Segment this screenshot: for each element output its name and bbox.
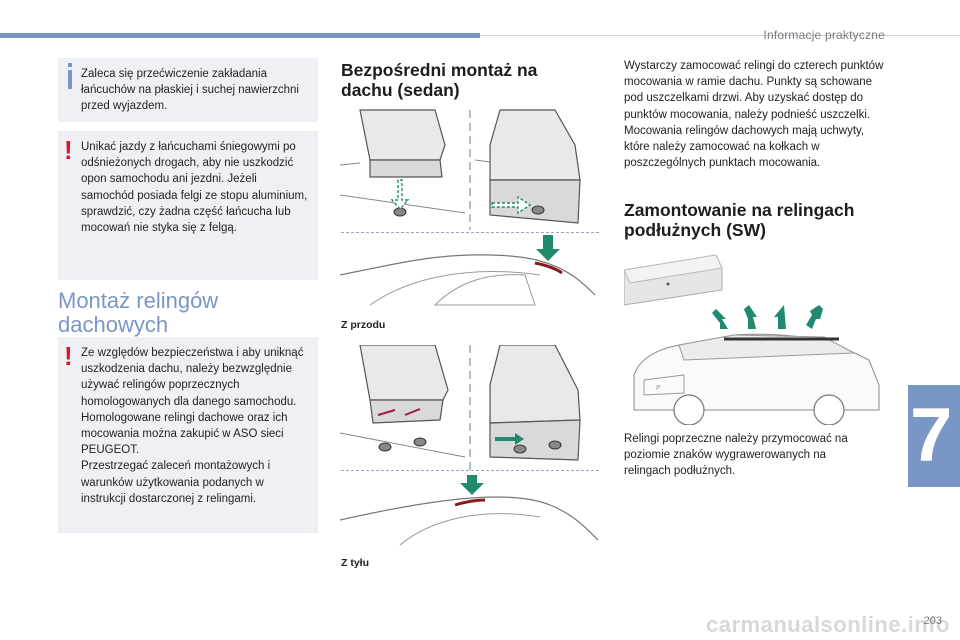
info-box: Zaleca się przećwiczenie zakładania łańc… <box>58 58 318 122</box>
rear-detail-divider <box>341 470 599 471</box>
section-title-roof-bars: Montaż relingów dachowych <box>58 289 218 337</box>
header-accent-bar <box>0 33 480 38</box>
rear-fixing-detail-illustration <box>340 345 581 470</box>
sw-car-illustration: P <box>633 305 880 425</box>
warning-box-roof-bars-p1: Ze względów bezpieczeństwa i aby uniknąć… <box>81 347 304 408</box>
section-title-sedan: Bezpośredni montaż na dachu (sedan) <box>341 60 537 100</box>
sedan-title-line1: Bezpośredni montaż na <box>341 60 538 80</box>
warning-box-chains: ! Unikać jazdy z łańcuchami śniegowymi p… <box>58 131 318 280</box>
section-title-line1: Montaż relingów <box>58 288 219 313</box>
sedan-front-mount-illustration <box>340 235 596 306</box>
sw-instructions: Relingi poprzeczne należy przymocować na… <box>624 433 848 478</box>
sedan-title-line2: dachu (sedan) <box>341 80 460 100</box>
warning-icon: ! <box>64 135 73 165</box>
chapter-tab <box>908 385 960 487</box>
caption-rear: Z tyłu <box>341 557 369 569</box>
sw-title-line2: podłużnych (SW) <box>624 220 766 240</box>
warning-box-roof-bars-p2: Homologowane relingi dachowe oraz ich mo… <box>81 411 288 457</box>
svg-text:P: P <box>656 385 661 392</box>
section-title-sw: Zamontowanie na relingach podłużnych (SW… <box>624 200 854 240</box>
warning-box-chains-text: Unikać jazdy z łańcuchami śniegowymi po … <box>81 141 308 235</box>
section-title-line2: dachowych <box>58 312 169 337</box>
chapter-title: Informacje praktyczne <box>763 28 885 42</box>
sedan-instructions: Wystarczy zamocować relingi do czterech … <box>624 58 892 171</box>
watermark: carmanualsonline.info <box>706 612 950 637</box>
sedan-rear-mount-illustration <box>340 475 599 546</box>
info-icon <box>68 63 72 89</box>
info-box-text: Zaleca się przećwiczenie zakładania łańc… <box>81 68 299 113</box>
front-detail-divider <box>341 232 599 233</box>
caption-front: Z przodu <box>341 319 386 331</box>
warning-box-roof-bars: ! Ze względów bezpieczeństwa i aby unikn… <box>58 337 318 533</box>
sw-title-line1: Zamontowanie na relingach <box>624 200 855 220</box>
header-divider <box>480 35 960 36</box>
longitudinal-rail-detail-illustration <box>624 254 723 306</box>
warning-box-roof-bars-p3: Przestrzegać zaleceń montażowych i warun… <box>81 460 271 505</box>
sedan-instructions-p2: Mocowania relingów dachowych mają uchwyt… <box>624 124 865 170</box>
chapter-number: 7 <box>910 393 953 478</box>
sedan-instructions-p1: Wystarczy zamocować relingi do czterech … <box>624 60 884 121</box>
page-number: 203 <box>923 615 942 627</box>
front-fixing-detail-illustration <box>340 109 581 230</box>
warning-icon: ! <box>64 341 73 371</box>
